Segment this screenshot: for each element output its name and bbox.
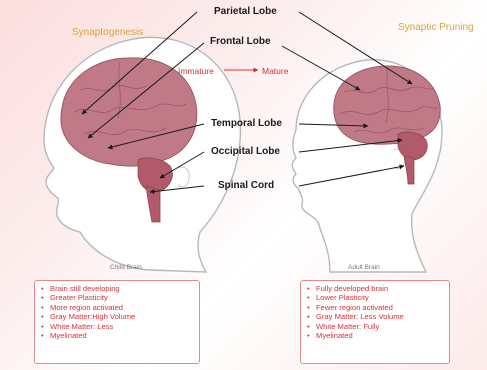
adult-trait-item: White Matter: Fully xyxy=(316,322,443,331)
child-trait-item: Myelinated xyxy=(50,331,193,340)
child-traits-list: Brain still developing Greater Plasticit… xyxy=(39,284,193,340)
child-brain xyxy=(61,58,197,166)
mature-label: Mature xyxy=(262,66,288,76)
adult-trait-item: Lower Plasticity xyxy=(316,293,443,302)
adult-trait-item: Myelinated xyxy=(316,331,443,340)
child-trait-item: Greater Plasticity xyxy=(50,293,193,302)
temporal-lobe-label: Temporal Lobe xyxy=(211,118,282,129)
adult-trait-item: Fewer region activated xyxy=(316,303,443,312)
synaptic-pruning-title: Synaptic Pruning xyxy=(398,22,474,33)
child-trait-item: Brain still developing xyxy=(50,284,193,293)
parietal-lobe-label: Parietal Lobe xyxy=(214,6,277,17)
adult-brain-caption: Adult Brain xyxy=(348,264,380,271)
child-traits-box: Brain still developing Greater Plasticit… xyxy=(34,280,200,364)
child-brain-caption: Child Brain xyxy=(110,264,142,271)
adult-trait-item: Gray Matter: Less Volume xyxy=(316,312,443,321)
immature-label: Immature xyxy=(178,66,214,76)
spinal-cord-label: Spinal Cord xyxy=(218,180,274,191)
child-trait-item: Gray Matter:High Volume xyxy=(50,312,193,321)
adult-traits-box: Fully developed brain Lower Plasticity F… xyxy=(300,280,450,364)
child-trait-item: More region activated xyxy=(50,303,193,312)
occipital-lobe-label: Occipital Lobe xyxy=(211,146,280,157)
adult-traits-list: Fully developed brain Lower Plasticity F… xyxy=(305,284,443,340)
frontal-lobe-label: Frontal Lobe xyxy=(210,36,271,47)
synaptogenesis-title: Synaptogenesis xyxy=(72,27,143,38)
child-trait-item: White Matter: Less xyxy=(50,322,193,331)
adult-trait-item: Fully developed brain xyxy=(316,284,443,293)
